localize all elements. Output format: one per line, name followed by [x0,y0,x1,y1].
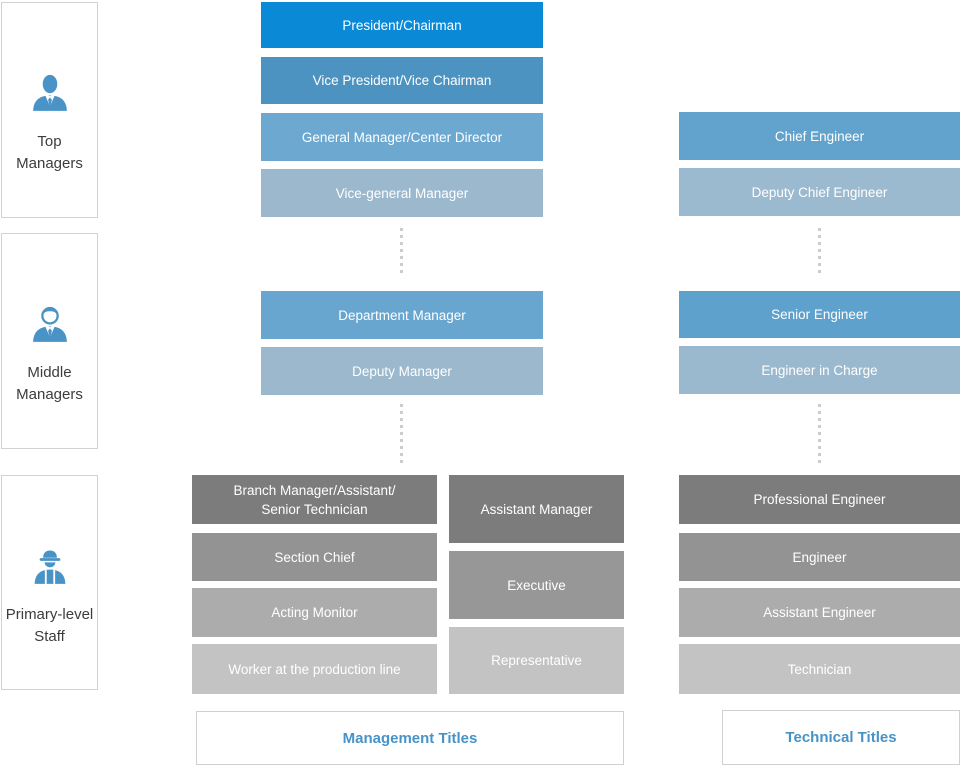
staff-group-label: Middle Managers [16,364,83,403]
node-senior-engineer: Senior Engineer [679,291,960,338]
node-general-manager-center-director: General Manager/Center Director [261,113,543,161]
node-section-chief: Section Chief [192,533,437,581]
node-acting-monitor: Acting Monitor [192,588,437,637]
node-professional-engineer: Professional Engineer [679,475,960,524]
node-engineer: Engineer [679,533,960,581]
dotted-connector [818,228,821,276]
construction-worker-icon [34,550,65,584]
node-engineer-in-charge: Engineer in Charge [679,346,960,394]
node-assistant-manager: Assistant Manager [449,475,624,543]
staff-group-card-primary-level-staff: Primary-level Staff [1,475,98,690]
staff-group-label: Top Managers [16,133,83,172]
node-deputy-manager: Deputy Manager [261,347,543,395]
node-president-chairman: President/Chairman [261,2,543,48]
manager-icon [32,306,67,342]
businessman-icon [32,74,67,111]
staff-group-card-top-managers: Top Managers [1,2,98,218]
node-technician: Technician [679,644,960,694]
dotted-connector [400,228,403,276]
staff-group-card-middle-managers: Middle Managers [1,233,98,449]
node-branch-manager-assistant-senior-technician: Branch Manager/Assistant/ Senior Technic… [192,475,437,524]
management-titles-box: Management Titles [196,711,624,765]
dotted-connector [400,404,403,464]
dotted-connector [818,404,821,464]
node-vice-general-manager: Vice-general Manager [261,169,543,217]
node-worker-at-the-production-line: Worker at the production line [192,644,437,694]
node-chief-engineer: Chief Engineer [679,112,960,160]
node-assistant-engineer: Assistant Engineer [679,588,960,637]
node-executive: Executive [449,551,624,619]
node-department-manager: Department Manager [261,291,543,339]
node-vice-president-vice-chairman: Vice President/Vice Chairman [261,57,543,104]
node-representative: Representative [449,627,624,694]
staff-group-label: Primary-level Staff [5,605,94,645]
technical-titles-box: Technical Titles [722,710,960,765]
node-deputy-chief-engineer: Deputy Chief Engineer [679,168,960,216]
